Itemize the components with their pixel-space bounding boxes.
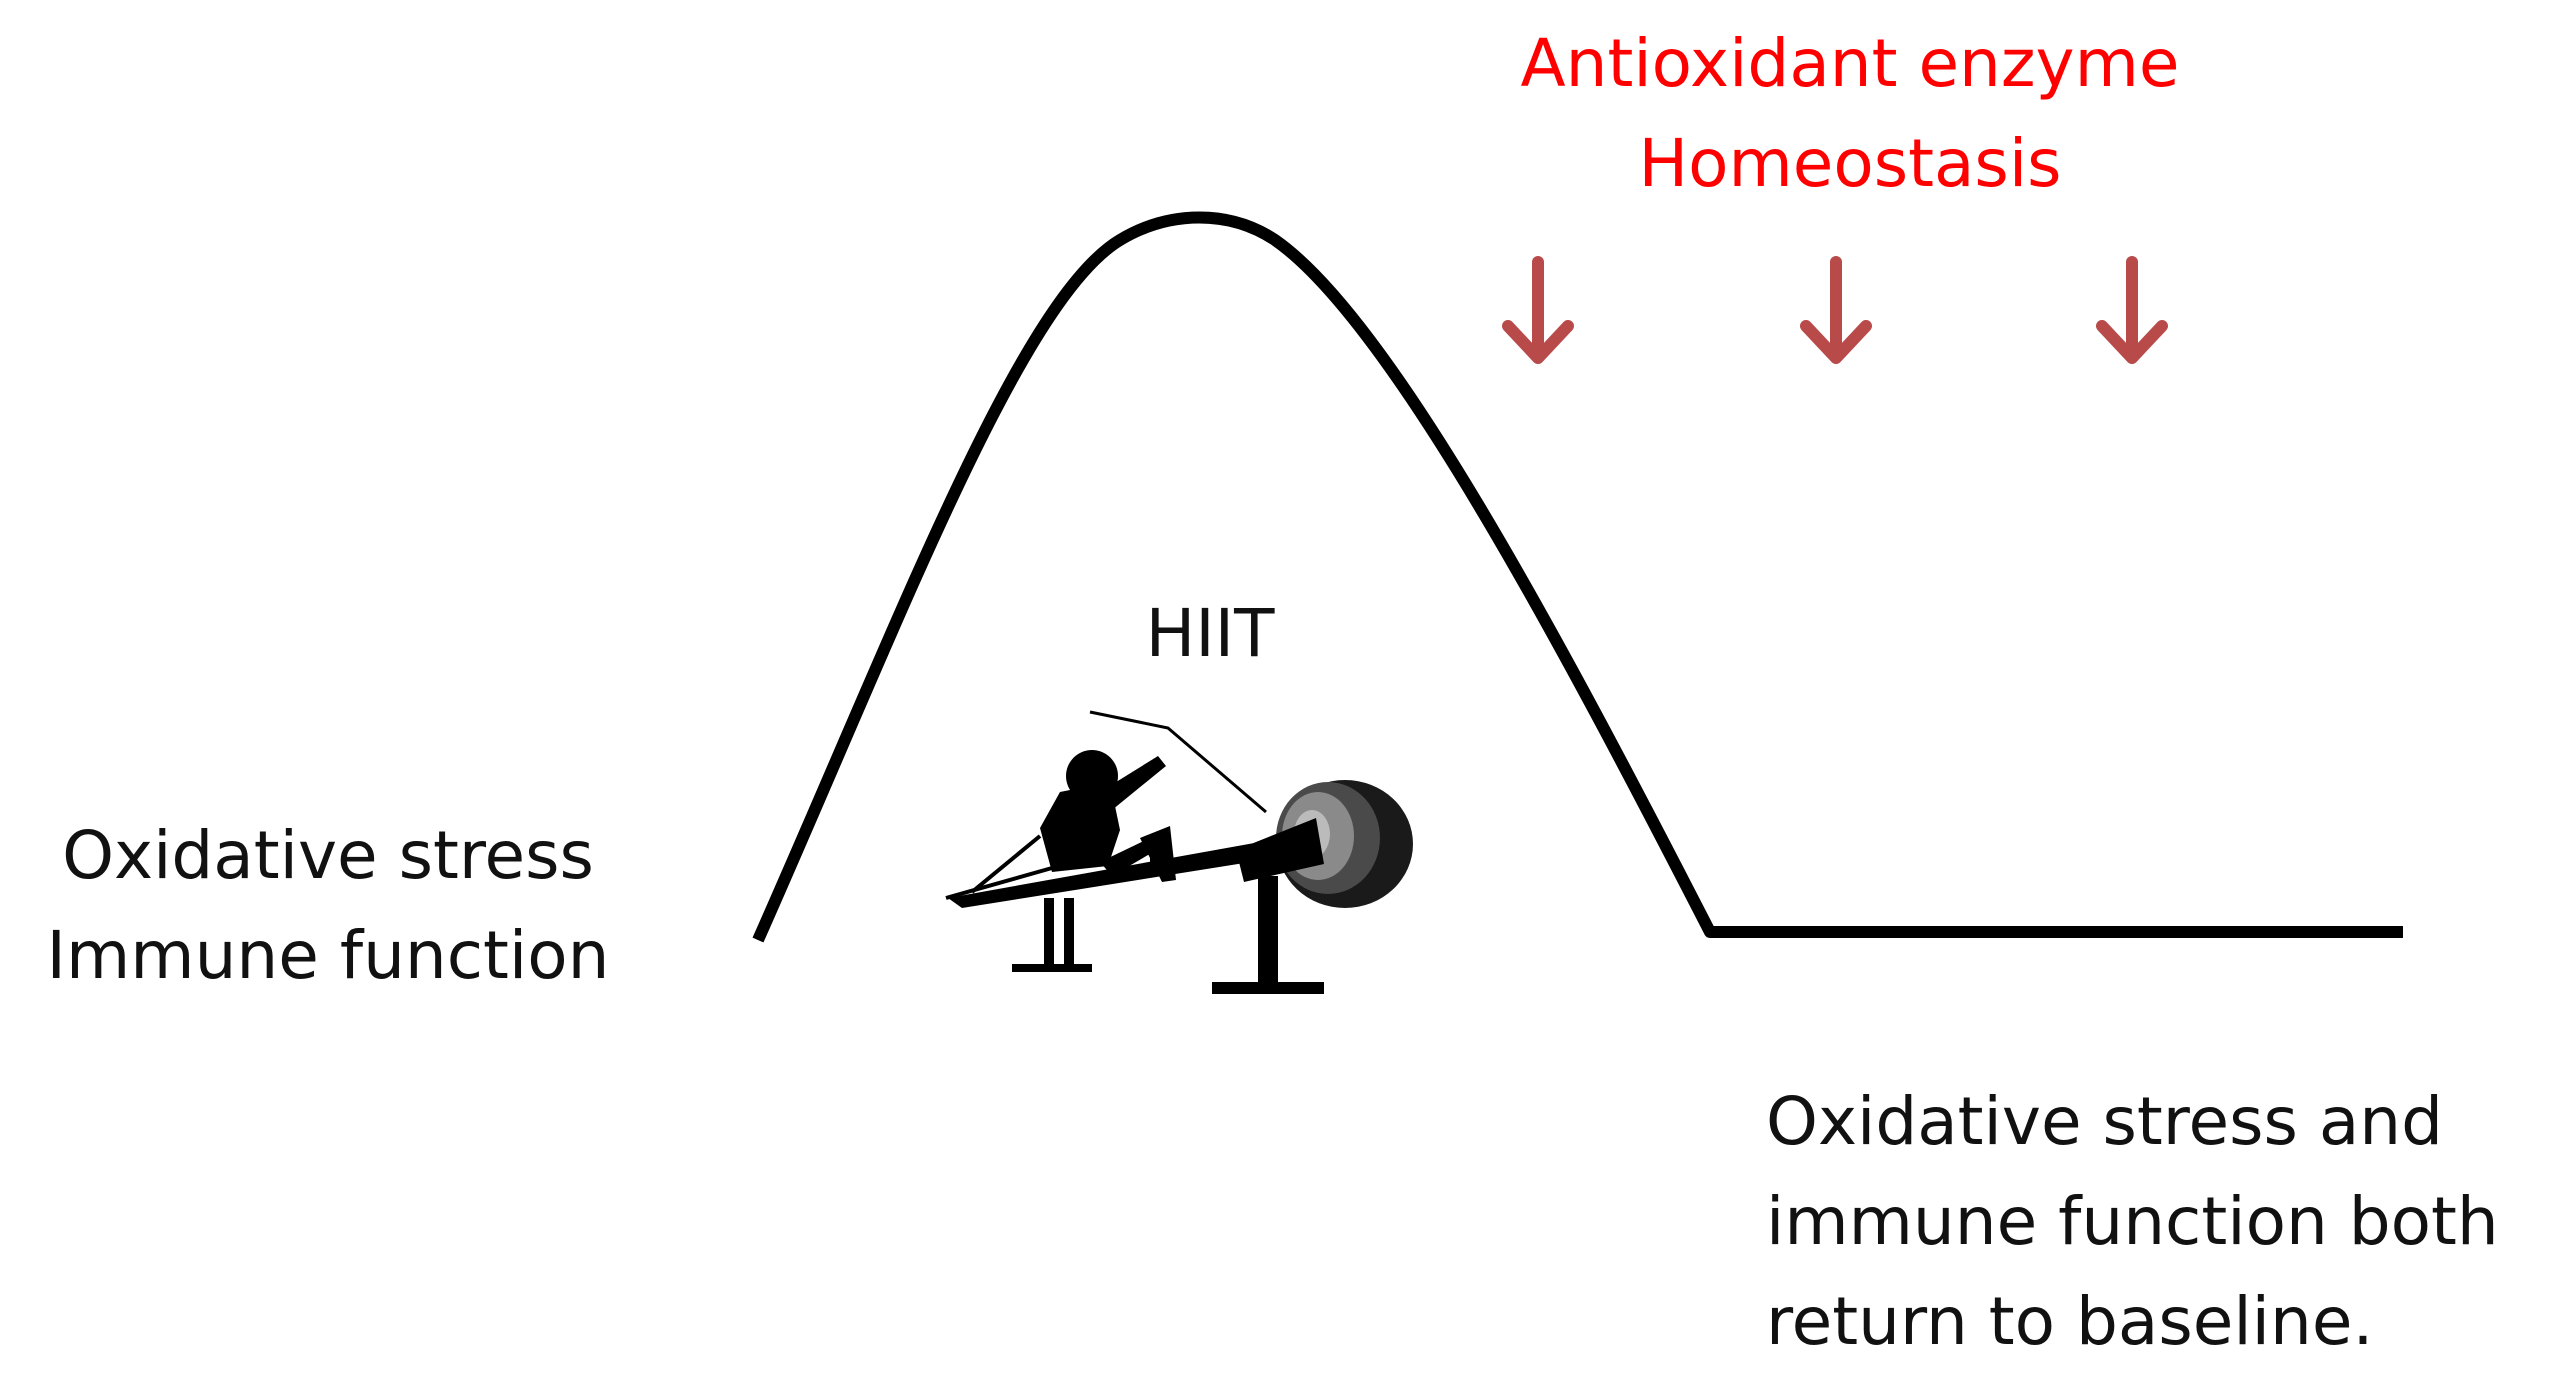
down-arrow-icon xyxy=(1502,256,1574,364)
down-arrow-icon xyxy=(1800,256,1872,364)
response-label-line-2: Homeostasis xyxy=(1638,125,2062,202)
response-curve xyxy=(752,211,2403,943)
rowing-machine-icon xyxy=(945,710,1413,994)
after-label: Oxidative stress and immune function bot… xyxy=(1766,1072,2499,1372)
before-label-line-1: Oxidative stress xyxy=(62,817,594,894)
before-label: Oxidative stress Immune function xyxy=(18,806,638,1006)
after-label-line-2: immune function both xyxy=(1766,1183,2499,1260)
intervention-label: HIIT xyxy=(1145,595,1275,672)
after-label-line-3: return to baseline. xyxy=(1766,1283,2374,1360)
before-label-line-2: Immune function xyxy=(46,917,610,994)
response-label: Antioxidant enzyme Homeostasis xyxy=(1500,14,2200,214)
down-arrow-icon xyxy=(2096,256,2168,364)
response-label-line-1: Antioxidant enzyme xyxy=(1520,25,2180,102)
after-label-line-1: Oxidative stress and xyxy=(1766,1083,2444,1160)
